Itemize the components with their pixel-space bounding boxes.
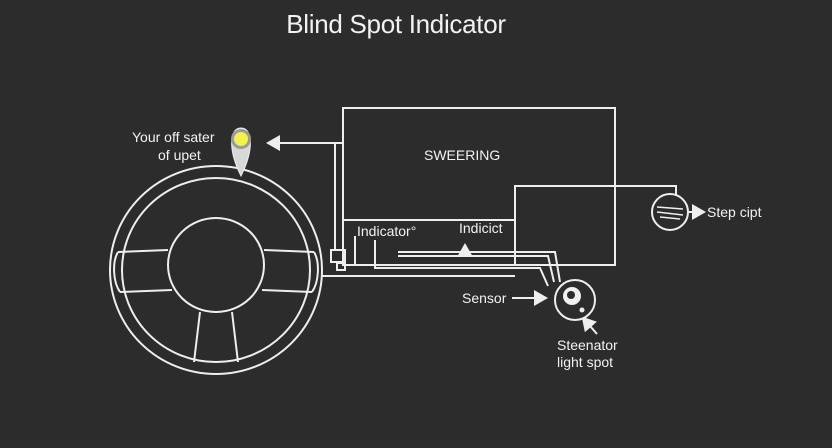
diagram-title: Blind Spot Indicator — [286, 9, 506, 39]
indicator-left-label: Indicator° — [357, 223, 417, 239]
bottom-label-line2: light spot — [557, 354, 614, 370]
pin-label-line1: Your off sater — [132, 129, 215, 145]
step-label: Step cipt — [707, 204, 762, 220]
bottom-label-line1: Steenator — [557, 337, 618, 353]
indicator-right-label: Indicict — [459, 220, 503, 236]
box-label: SWEERING — [424, 147, 501, 163]
sensor-icon — [554, 279, 596, 321]
wiring-lines — [266, 107, 706, 335]
step-circle-icon — [651, 193, 689, 231]
sensor-label: Sensor — [462, 290, 507, 306]
pin-label-line2: of upet — [158, 147, 201, 163]
map-pin-icon — [231, 127, 251, 178]
steering-wheel-icon — [109, 165, 323, 375]
